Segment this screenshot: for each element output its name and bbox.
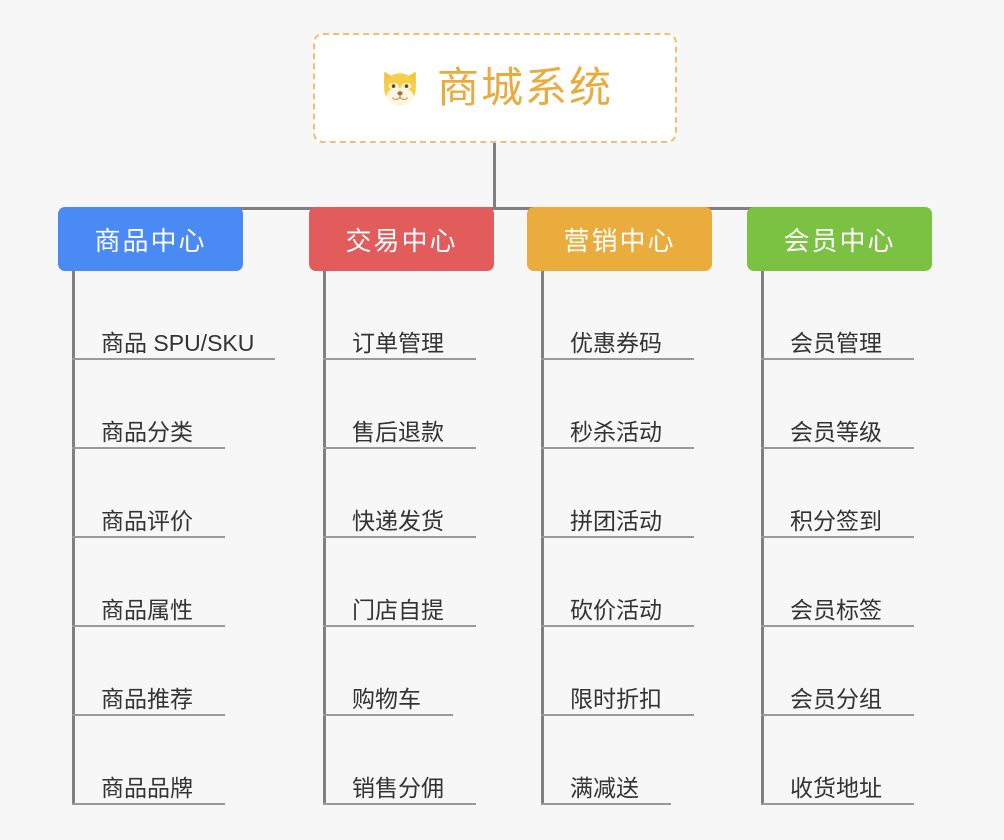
column-spine-1: [72, 271, 75, 805]
leaf-underline: [72, 803, 225, 805]
list-item[interactable]: 限时折扣: [527, 627, 727, 716]
leaf-underline: [323, 714, 453, 716]
leaf-label: 积分签到: [790, 507, 882, 534]
leaf-label: 商品 SPU/SKU: [101, 329, 255, 356]
leaf-underline: [323, 536, 476, 538]
list-item[interactable]: 满减送: [527, 716, 727, 805]
column-spine-2: [323, 271, 326, 805]
list-item[interactable]: 订单管理: [309, 271, 509, 360]
list-item[interactable]: 售后退款: [309, 360, 509, 449]
leaf-label: 售后退款: [352, 418, 444, 445]
list-item[interactable]: 砍价活动: [527, 538, 727, 627]
leaf-underline: [323, 803, 476, 805]
list-item[interactable]: 商品分类: [58, 360, 278, 449]
list-item[interactable]: 优惠券码: [527, 271, 727, 360]
leaf-underline: [541, 536, 694, 538]
connector-root-stem: [493, 143, 496, 210]
list-item[interactable]: 商品评价: [58, 449, 278, 538]
list-item[interactable]: 积分签到: [747, 449, 947, 538]
list-item[interactable]: 会员分组: [747, 627, 947, 716]
list-item[interactable]: 商品品牌: [58, 716, 278, 805]
leaf-label: 商品评价: [101, 507, 193, 534]
connector-horizontal-bus: [150, 207, 840, 210]
leaf-underline: [541, 447, 694, 449]
column-member-center: 会员中心 会员管理 会员等级 积分签到 会员标签 会员分组: [747, 207, 947, 805]
list-item[interactable]: 拼团活动: [527, 449, 727, 538]
column-spine-3: [541, 271, 544, 805]
leaf-label: 商品属性: [101, 596, 193, 623]
leaf-underline: [541, 625, 694, 627]
leaf-underline: [761, 358, 914, 360]
list-item[interactable]: 销售分佣: [309, 716, 509, 805]
list-item[interactable]: 商品 SPU/SKU: [58, 271, 278, 360]
leaf-label: 优惠券码: [570, 329, 662, 356]
leaf-label: 会员标签: [790, 596, 882, 623]
column-marketing-center: 营销中心 优惠券码 秒杀活动 拼团活动 砍价活动 限时折扣: [527, 207, 727, 805]
category-title-2: 交易中心: [345, 225, 458, 256]
leaf-underline: [72, 625, 225, 627]
shiba-dog-face-icon: [377, 66, 423, 112]
leaf-list-1: 商品 SPU/SKU 商品分类 商品评价 商品属性 商品推荐 商品品牌: [58, 271, 278, 805]
category-title-3: 营销中心: [563, 225, 676, 256]
leaf-label: 商品推荐: [101, 685, 193, 712]
leaf-label: 销售分佣: [352, 774, 444, 801]
list-item[interactable]: 商品推荐: [58, 627, 278, 716]
list-item[interactable]: 会员等级: [747, 360, 947, 449]
leaf-label: 会员等级: [790, 418, 882, 445]
leaf-underline: [72, 714, 225, 716]
list-item[interactable]: 秒杀活动: [527, 360, 727, 449]
leaf-label: 收货地址: [790, 774, 882, 801]
leaf-label: 满减送: [570, 774, 639, 801]
leaf-underline: [541, 358, 694, 360]
list-item[interactable]: 商品属性: [58, 538, 278, 627]
column-spine-4: [761, 271, 764, 805]
list-item[interactable]: 收货地址: [747, 716, 947, 805]
leaf-label: 会员分组: [790, 685, 882, 712]
list-item[interactable]: 门店自提: [309, 538, 509, 627]
category-header-3[interactable]: 营销中心: [527, 207, 712, 271]
leaf-label: 秒杀活动: [570, 418, 662, 445]
leaf-label: 会员管理: [790, 329, 882, 356]
leaf-underline: [323, 447, 476, 449]
list-item[interactable]: 快递发货: [309, 449, 509, 538]
leaf-underline: [541, 714, 694, 716]
leaf-underline: [72, 358, 275, 360]
list-item[interactable]: 会员管理: [747, 271, 947, 360]
leaf-label: 商品品牌: [101, 774, 193, 801]
leaf-underline: [72, 447, 225, 449]
leaf-underline: [761, 447, 914, 449]
category-header-2[interactable]: 交易中心: [309, 207, 494, 271]
leaf-underline: [761, 536, 914, 538]
leaf-underline: [541, 803, 671, 805]
leaf-list-4: 会员管理 会员等级 积分签到 会员标签 会员分组 收货地址: [747, 271, 947, 805]
leaf-label: 限时折扣: [570, 685, 662, 712]
category-title-4: 会员中心: [783, 225, 896, 256]
leaf-label: 订单管理: [352, 329, 444, 356]
column-product-center: 商品中心 商品 SPU/SKU 商品分类 商品评价 商品属性 商品推荐: [58, 207, 278, 805]
leaf-underline: [72, 536, 225, 538]
root-node-shop-system[interactable]: 商城系统: [313, 33, 677, 143]
leaf-label: 砍价活动: [570, 596, 662, 623]
column-trade-center: 交易中心 订单管理 售后退款 快递发货 门店自提 购物车: [309, 207, 509, 805]
leaf-list-3: 优惠券码 秒杀活动 拼团活动 砍价活动 限时折扣 满减送: [527, 271, 727, 805]
list-item[interactable]: 购物车: [309, 627, 509, 716]
leaf-underline: [761, 714, 914, 716]
category-header-4[interactable]: 会员中心: [747, 207, 932, 271]
leaf-label: 商品分类: [101, 418, 193, 445]
leaf-label: 快递发货: [352, 507, 444, 534]
category-header-1[interactable]: 商品中心: [58, 207, 243, 271]
leaf-label: 拼团活动: [570, 507, 662, 534]
leaf-underline: [761, 803, 914, 805]
leaf-label: 购物车: [352, 685, 421, 712]
leaf-underline: [323, 625, 476, 627]
leaf-underline: [323, 358, 476, 360]
list-item[interactable]: 会员标签: [747, 538, 947, 627]
root-title: 商城系统: [436, 64, 613, 111]
leaf-list-2: 订单管理 售后退款 快递发货 门店自提 购物车 销售分佣: [309, 271, 509, 805]
category-title-1: 商品中心: [94, 225, 207, 256]
leaf-underline: [761, 625, 914, 627]
leaf-label: 门店自提: [352, 596, 444, 623]
